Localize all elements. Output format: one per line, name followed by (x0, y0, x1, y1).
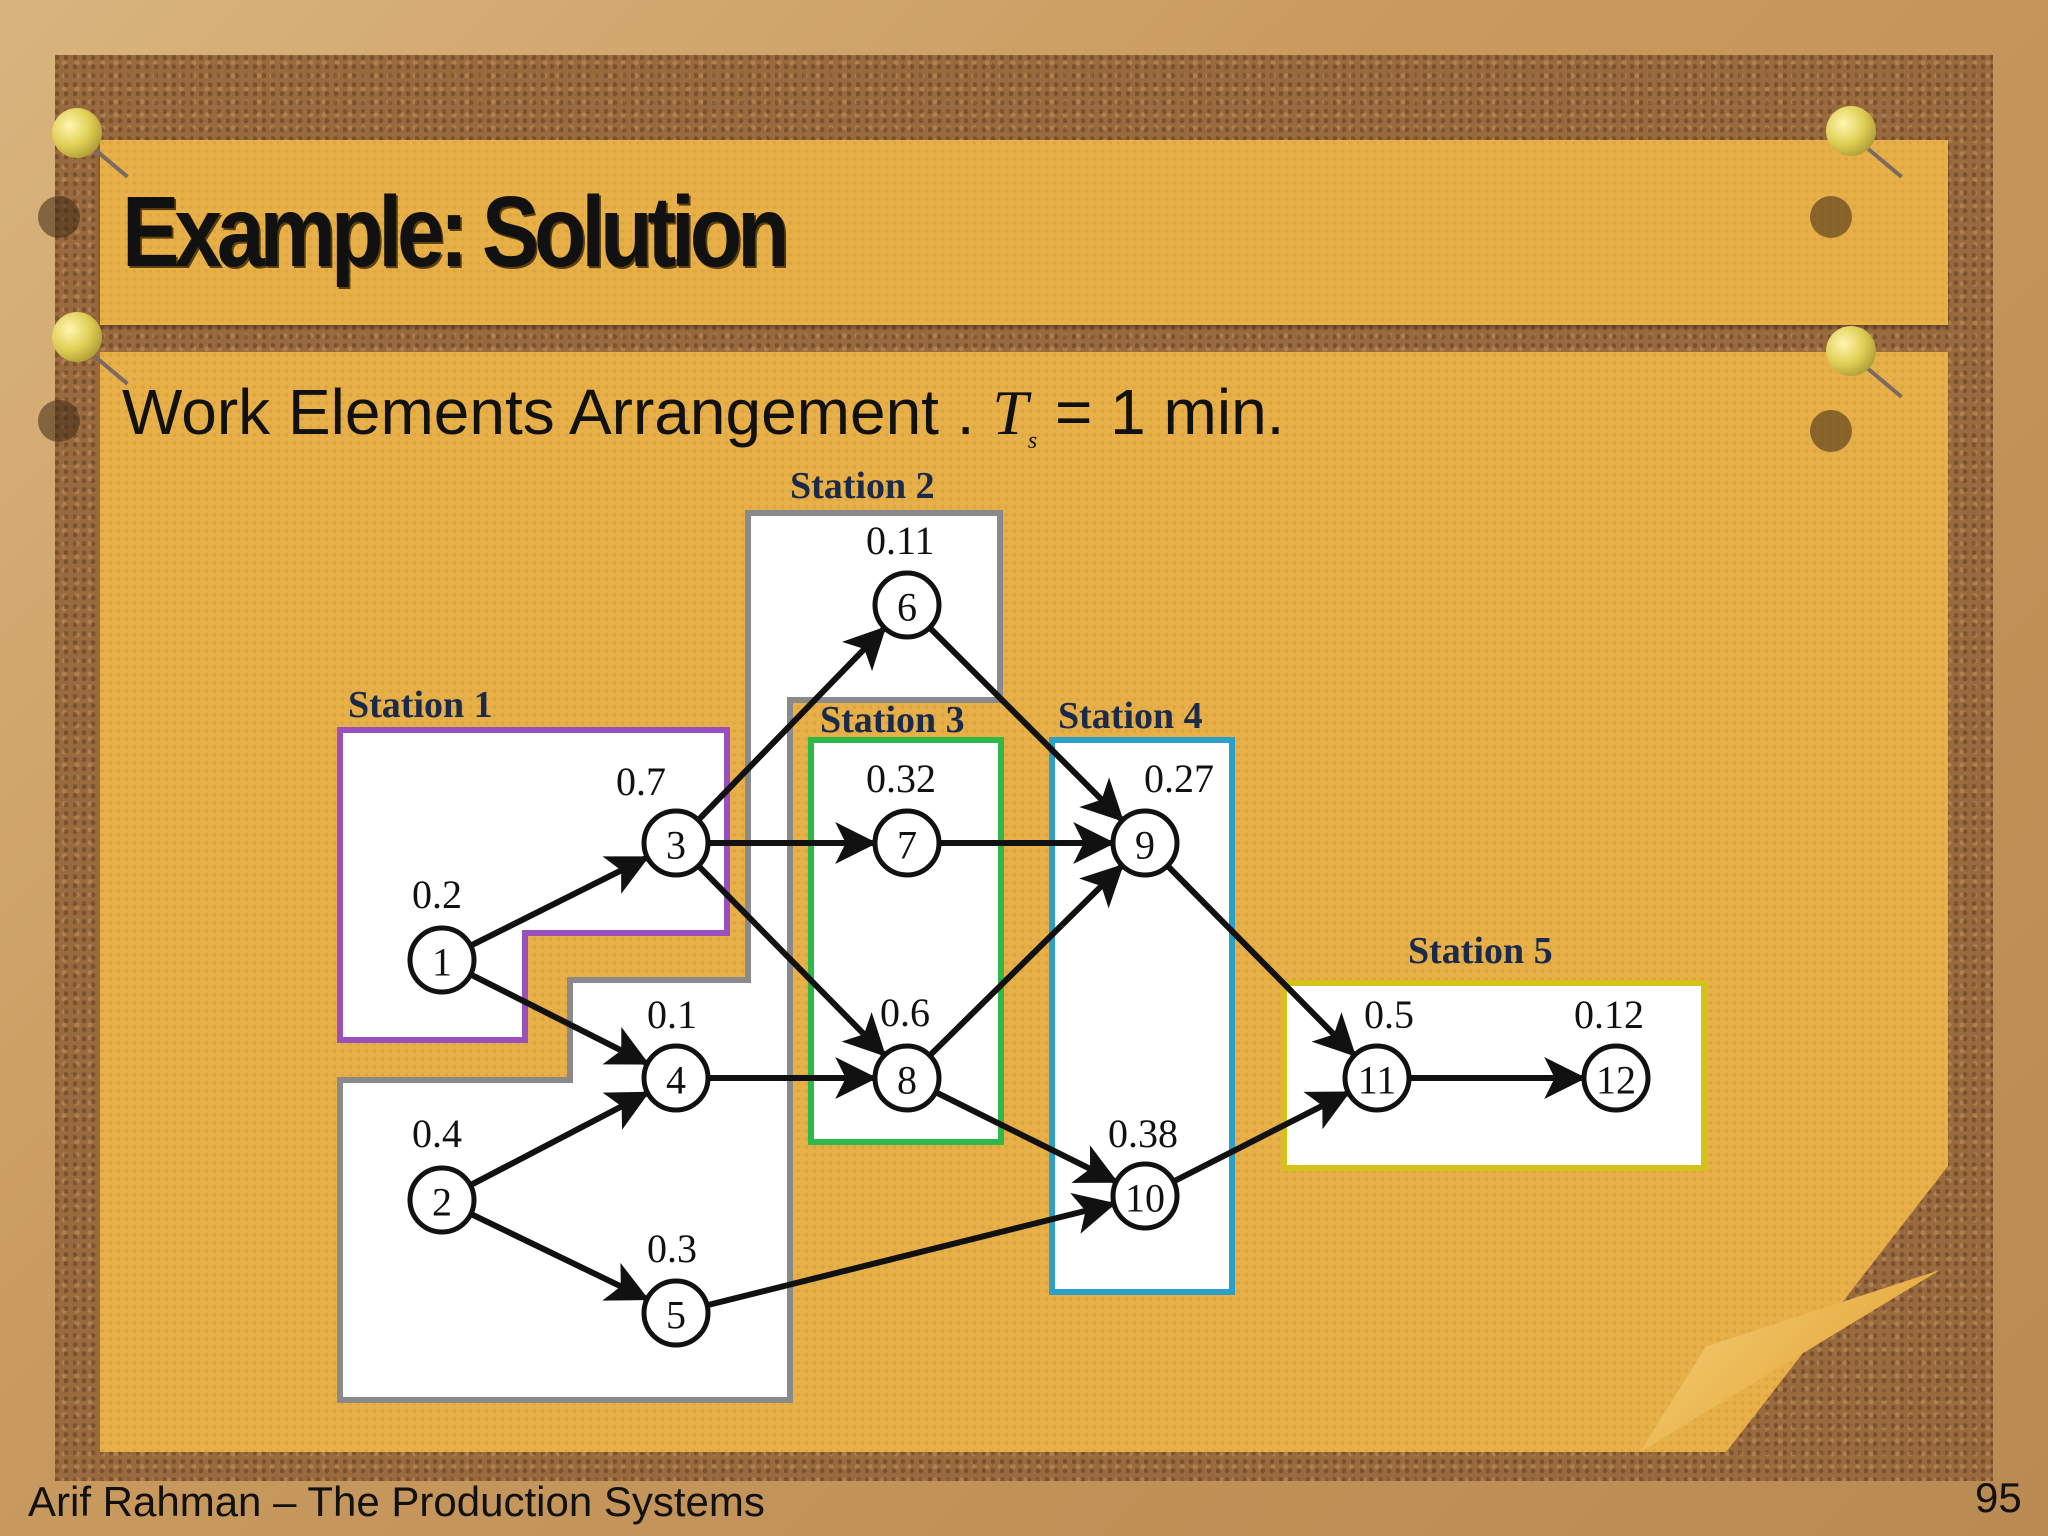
edge-8-9 (927, 863, 1124, 1058)
pin-shadow (38, 400, 80, 442)
pushpin-icon (52, 312, 102, 362)
work-element-node-12: 12 (1581, 1043, 1651, 1113)
title-note-paper (100, 140, 1948, 325)
node-label: 3 (666, 823, 686, 868)
station-2-box (337, 510, 1003, 1403)
station-2-label: Station 2 (790, 465, 935, 507)
time-label-2: 0.4 (412, 1111, 462, 1156)
edge-8-10 (934, 1089, 1119, 1184)
node-label: 2 (432, 1180, 452, 1225)
edge-1-4 (469, 971, 650, 1066)
edge-10-11 (1172, 1090, 1351, 1185)
work-element-node-8: 8 (872, 1043, 942, 1113)
node-label: 9 (1135, 823, 1155, 868)
footer-author: Arif Rahman – The Production Systems (28, 1478, 765, 1525)
time-label-4: 0.1 (647, 992, 697, 1037)
subtitle-symbol: T (992, 377, 1028, 448)
station-1-label: Station 1 (348, 684, 493, 726)
node-circle (641, 1043, 711, 1113)
station-3-label: Station 3 (820, 699, 965, 741)
time-label-6: 0.11 (866, 518, 935, 563)
node-label: 11 (1358, 1058, 1397, 1103)
node-circle (407, 925, 477, 995)
time-label-3: 0.7 (616, 759, 666, 804)
node-circle (872, 1043, 942, 1113)
station-5-label: Station 5 (1408, 930, 1553, 972)
work-element-node-2: 2 (407, 1165, 477, 1235)
node-label: 10 (1125, 1176, 1165, 1221)
subtitle-suffix: = 1 min. (1037, 376, 1285, 448)
node-label: 5 (666, 1293, 686, 1338)
work-element-node-3: 3 (641, 808, 711, 878)
page-number: 95 (1975, 1474, 2022, 1521)
work-element-node-10: 10 (1110, 1161, 1180, 1231)
pin-shadow (1810, 410, 1852, 452)
edge-3-6 (696, 626, 887, 823)
edge-2-4 (468, 1091, 650, 1188)
pin-shadow (1810, 196, 1852, 238)
work-element-node-6: 6 (872, 570, 942, 640)
node-circle (872, 808, 942, 878)
work-element-node-5: 5 (641, 1278, 711, 1348)
node-label: 8 (897, 1058, 917, 1103)
time-label-10: 0.38 (1108, 1111, 1178, 1156)
node-label: 6 (897, 585, 917, 630)
time-label-7: 0.32 (866, 756, 936, 801)
node-circle (641, 1278, 711, 1348)
node-label: 7 (897, 823, 917, 868)
subtitle-prefix: Work Elements Arrangement . (122, 376, 993, 448)
subtitle-subscript: s (1027, 427, 1038, 454)
work-element-node-7: 7 (872, 808, 942, 878)
work-element-node-4: 4 (641, 1043, 711, 1113)
node-label: 4 (666, 1058, 686, 1103)
edge-2-5 (469, 1211, 650, 1301)
time-label-12: 0.12 (1574, 992, 1644, 1037)
node-label: 12 (1596, 1058, 1636, 1103)
pushpin-icon (52, 108, 102, 158)
node-circle (872, 570, 942, 640)
time-label-11: 0.5 (1364, 992, 1414, 1037)
edge-6-9 (927, 625, 1124, 822)
time-label-9: 0.27 (1144, 756, 1214, 801)
time-label-5: 0.3 (647, 1226, 697, 1271)
work-element-node-1: 1 (407, 925, 477, 995)
edge-3-8 (696, 863, 887, 1057)
node-circle (1110, 808, 1180, 878)
node-circle (1581, 1043, 1651, 1113)
work-element-node-11: 11 (1342, 1043, 1412, 1113)
pin-shadow (38, 196, 80, 238)
edge-9-11 (1165, 863, 1357, 1057)
slide-title: Example: Solution (122, 176, 790, 288)
node-circle (1110, 1161, 1180, 1231)
pushpin-icon (1826, 326, 1876, 376)
node-circle (1342, 1043, 1412, 1113)
station-4-label: Station 4 (1058, 695, 1203, 737)
subtitle: Work Elements Arrangement . Ts = 1 min. (122, 375, 1284, 455)
node-circle (407, 1165, 477, 1235)
edge-5-10 (706, 1193, 1117, 1309)
time-label-8: 0.6 (880, 990, 930, 1035)
node-circle (641, 808, 711, 878)
node-label: 1 (432, 940, 452, 985)
time-label-1: 0.2 (412, 872, 462, 917)
edge-1-3 (469, 855, 650, 949)
pushpin-icon (1826, 106, 1876, 156)
work-element-node-9: 9 (1110, 808, 1180, 878)
